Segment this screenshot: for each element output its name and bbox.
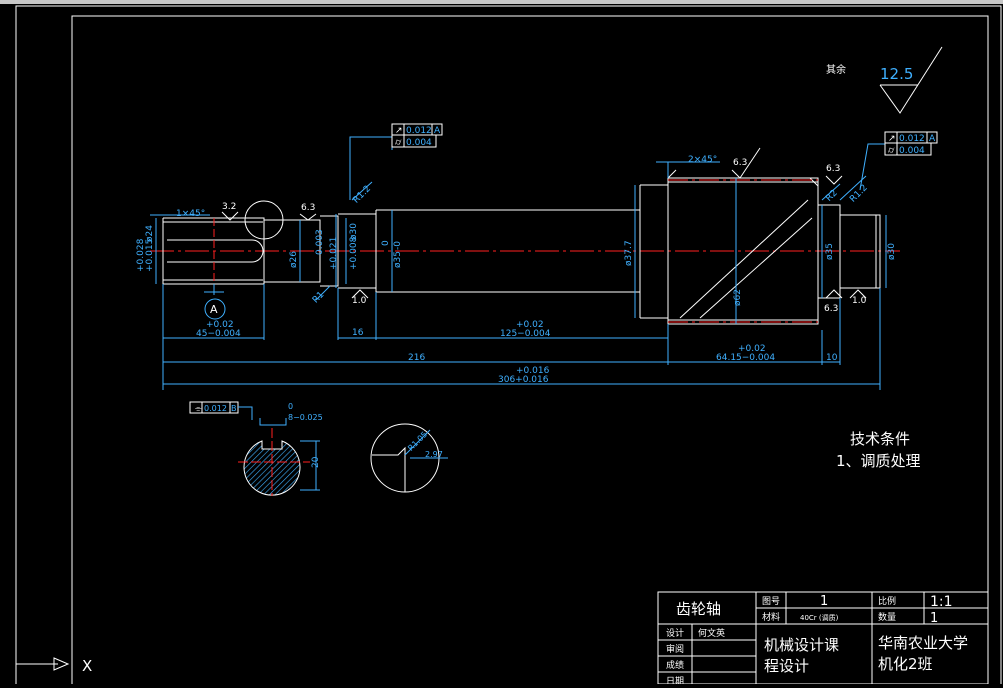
ucs-axis-icon: X (16, 657, 92, 675)
svg-text:⌯: ⌯ (195, 404, 202, 413)
svg-text:0: 0 (288, 402, 293, 411)
svg-text:6.3: 6.3 (824, 304, 838, 314)
svg-text:R1.2: R1.2 (351, 184, 373, 206)
svg-text:齿轮轴: 齿轮轴 (676, 600, 721, 618)
svg-text:2.97: 2.97 (425, 450, 443, 459)
svg-text:A: A (929, 134, 936, 144)
svg-text:R2: R2 (824, 188, 840, 204)
svg-text:+0.016: +0.016 (516, 366, 550, 376)
inner-frame (71, 15, 989, 687)
svg-text:日期: 日期 (666, 676, 684, 684)
svg-text:机械设计课: 机械设计课 (764, 636, 839, 654)
svg-text:125−0.004: 125−0.004 (500, 329, 551, 339)
svg-text:20: 20 (311, 456, 321, 468)
svg-text:ø35: ø35 (825, 243, 835, 260)
svg-text:ø24: ø24 (145, 225, 155, 242)
svg-text:比例: 比例 (878, 595, 896, 607)
surface-finish-symbol: 其余 12.5 (826, 46, 943, 114)
svg-text:A: A (434, 126, 441, 136)
window-top-strip (0, 0, 1003, 4)
svg-text:216: 216 (408, 353, 425, 363)
svg-text:+0.015: +0.015 (145, 239, 155, 272)
svg-text:图号: 图号 (762, 596, 780, 607)
svg-text:40Cr (调质): 40Cr (调质) (800, 613, 839, 622)
svg-text:6.3: 6.3 (733, 158, 747, 168)
svg-text:ø30: ø30 (887, 243, 897, 260)
svg-text:1: 1 (820, 594, 828, 609)
svg-text:1: 1 (930, 611, 938, 626)
keyway-section-view: ⌯ 0.012 B 0 8−0.025 20 (189, 401, 323, 496)
svg-text:ø37.7: ø37.7 (624, 240, 634, 266)
svg-text:ø62: ø62 (733, 289, 743, 306)
svg-text:1×45°: 1×45° (176, 209, 205, 219)
svg-text:0: 0 (381, 240, 391, 246)
svg-text:ø30: ø30 (349, 223, 359, 240)
svg-text:0.012: 0.012 (899, 134, 925, 144)
svg-text:1:1: 1:1 (930, 594, 953, 610)
svg-text:审阅: 审阅 (666, 643, 684, 655)
shaft-outline (162, 169, 881, 325)
svg-text:ø35: ø35 (393, 251, 403, 268)
roughness-marks (221, 147, 867, 299)
svg-text:ø26: ø26 (289, 251, 299, 268)
svg-text:0.012: 0.012 (204, 404, 227, 413)
title-block-text: 齿轮轴 图号 1 材料 40Cr (调质) 比例 1:1 数量 1 设计 何文英… (666, 594, 968, 687)
gdt-frame-right: 0.012 A 0.004 ↗ ⌭ (884, 131, 938, 156)
detail-callout-circle (244, 200, 284, 240)
svg-text:+0.021: +0.021 (329, 237, 339, 270)
svg-text:材料: 材料 (762, 611, 780, 623)
tech-notes-title: 技术条件 (850, 430, 910, 448)
svg-text:10: 10 (826, 353, 838, 363)
svg-text:-0: -0 (393, 241, 403, 250)
svg-text:R1.2: R1.2 (848, 183, 870, 205)
svg-text:64.15−0.004: 64.15−0.004 (716, 353, 775, 363)
svg-text:1.0: 1.0 (852, 296, 867, 306)
svg-text:华南农业大学: 华南农业大学 (878, 634, 968, 652)
title-block (657, 591, 989, 685)
dimension-texts: 1×45° 2×45° 3.2 6.3 6.3 6.3 6.3 R1.2 R1.… (136, 155, 897, 385)
svg-text:X: X (82, 657, 92, 675)
svg-text:3.2: 3.2 (222, 202, 236, 212)
svg-text:16: 16 (352, 328, 364, 338)
svg-text:+0.028: +0.028 (136, 238, 146, 272)
svg-text:设计: 设计 (666, 627, 684, 639)
svg-text:0.004: 0.004 (899, 146, 925, 156)
svg-text:6.3: 6.3 (301, 203, 315, 213)
svg-text:+0.02: +0.02 (738, 344, 766, 354)
svg-text:+0.02: +0.02 (516, 320, 544, 330)
svg-text:1.0: 1.0 (352, 296, 367, 306)
svg-text:B: B (231, 404, 237, 413)
svg-text:+0.008: +0.008 (349, 236, 359, 270)
outer-frame (15, 5, 1002, 687)
svg-text:机化2班: 机化2班 (878, 655, 933, 673)
roughness-value: 12.5 (880, 65, 913, 83)
svg-text:0.004: 0.004 (406, 138, 432, 148)
svg-text:45−0.004: 45−0.004 (196, 329, 241, 339)
svg-text:成绩: 成绩 (666, 659, 684, 671)
gdt-frame-left: 0.012 A 0.004 ↗ ⌭ (391, 123, 443, 148)
tech-notes-item-1: 1、调质处理 (836, 452, 921, 470)
svg-text:8−0.025: 8−0.025 (288, 413, 323, 422)
dimension-lines (150, 130, 887, 390)
svg-text:0.003: 0.003 (315, 229, 325, 255)
detail-view: R1.05 2.97 (370, 423, 448, 493)
svg-text:306+0.016: 306+0.016 (498, 375, 549, 385)
svg-text:6.3: 6.3 (826, 164, 840, 174)
svg-text:⌭: ⌭ (888, 146, 895, 156)
svg-text:0.012: 0.012 (406, 126, 432, 136)
other-surfaces-label: 其余 (826, 63, 846, 76)
svg-text:↗: ↗ (395, 126, 403, 136)
svg-text:程设计: 程设计 (764, 657, 809, 675)
svg-text:↗: ↗ (888, 134, 896, 144)
svg-text:2×45°: 2×45° (688, 155, 717, 165)
svg-text:何文英: 何文英 (698, 627, 725, 639)
svg-text:数量: 数量 (878, 611, 896, 623)
svg-text:⌭: ⌭ (395, 138, 402, 148)
svg-text:+0.02: +0.02 (206, 320, 234, 330)
svg-text:A: A (210, 303, 218, 316)
